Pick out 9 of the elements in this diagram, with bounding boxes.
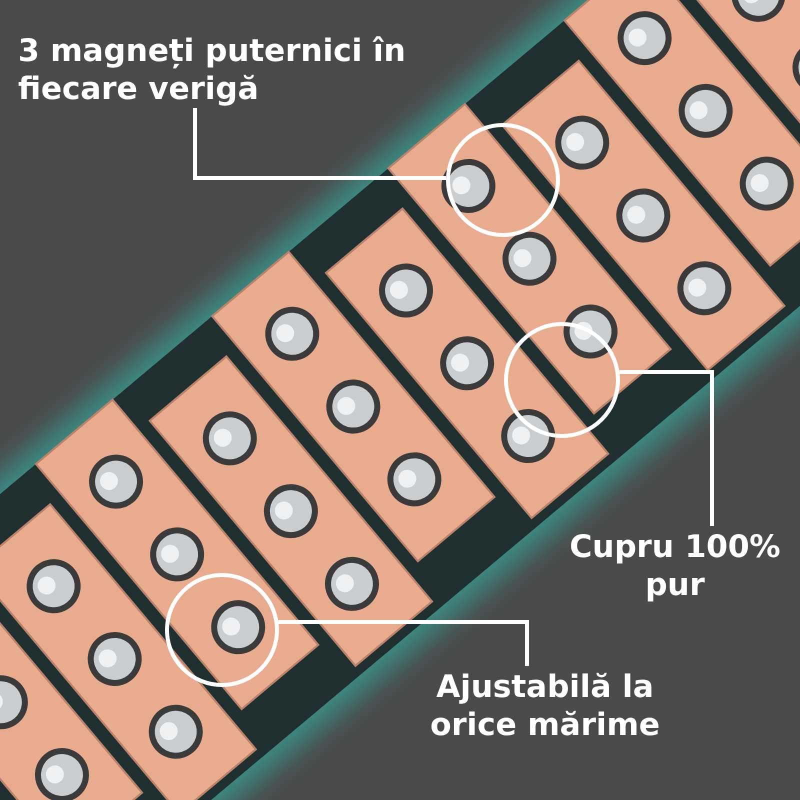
leader-line <box>619 370 714 526</box>
highlight-circle <box>504 322 620 438</box>
leader-line <box>193 108 446 180</box>
callout-text: Ajustabilă la orice mărime <box>400 668 690 744</box>
highlight-circle <box>446 123 560 237</box>
callout-text: Cupru 100% pur <box>555 528 795 604</box>
highlight-circle <box>165 573 279 687</box>
callout-text: 3 magneți puternici în fiecare verigă <box>18 32 418 108</box>
leader-line <box>278 620 529 666</box>
